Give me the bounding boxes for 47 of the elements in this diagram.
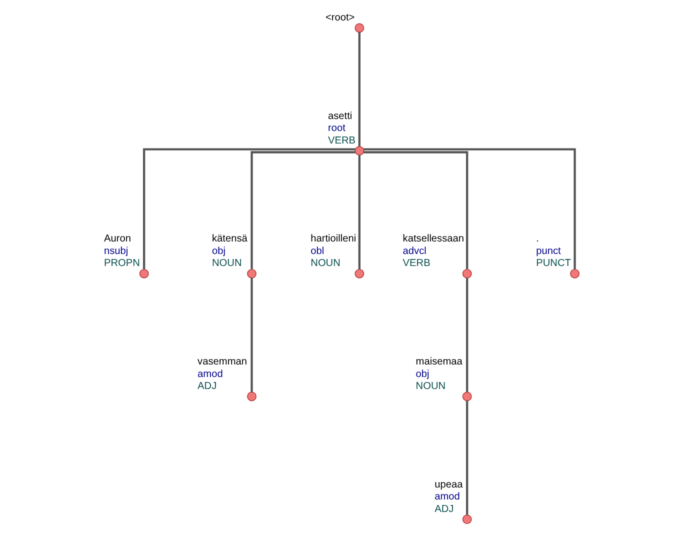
- node-circle: [570, 268, 580, 278]
- node-label: amod: [434, 492, 460, 503]
- connector: [358, 155, 360, 270]
- node-label: hartioilleni: [310, 234, 356, 245]
- node-label: advcl: [402, 246, 426, 257]
- node-circle: [354, 268, 364, 278]
- node-label: ADJ: [198, 381, 217, 392]
- node-label: obj: [416, 368, 430, 380]
- node-circle: [139, 268, 149, 278]
- node-circle: [354, 146, 364, 156]
- connector: [466, 400, 468, 515]
- node-circle: [247, 268, 256, 278]
- node-label: punct: [536, 246, 561, 257]
- node-label: VERB: [328, 135, 356, 146]
- node-label: maisemaa: [416, 356, 462, 368]
- node-label: NOUN: [212, 258, 242, 270]
- connector: [364, 151, 468, 270]
- connector: [250, 278, 253, 392]
- node-label: obj: [212, 246, 226, 257]
- node-label: nsubj: [104, 246, 128, 257]
- node-label: kätensä: [212, 234, 248, 245]
- node-label: katsellessaan: [402, 234, 464, 245]
- node-label: upeaa: [434, 479, 463, 490]
- node-circle: [354, 23, 364, 33]
- node-label: PUNCT: [536, 258, 571, 270]
- connector: [250, 151, 356, 270]
- node-label: obl: [310, 246, 324, 257]
- node-label: asetti: [328, 110, 352, 122]
- node-label: .: [536, 234, 539, 245]
- node-label: Auron: [104, 234, 131, 245]
- node-label: PROPN: [104, 258, 140, 270]
- node-label: NOUN: [310, 258, 340, 270]
- connector: [143, 148, 356, 270]
- connector: [358, 32, 360, 146]
- node-label: vasemman: [198, 356, 248, 368]
- node-circle: [462, 514, 472, 524]
- node-label: <root>: [325, 12, 355, 24]
- node-label: VERB: [402, 258, 430, 270]
- connector: [364, 148, 576, 270]
- node-circle: [462, 268, 472, 278]
- node-label: ADJ: [434, 504, 454, 515]
- node-circle: [247, 392, 256, 402]
- node-circle: [462, 392, 472, 402]
- node-label: amod: [198, 368, 223, 380]
- node-label: NOUN: [416, 381, 446, 392]
- connector: [466, 278, 468, 392]
- node-label: root: [328, 123, 346, 134]
